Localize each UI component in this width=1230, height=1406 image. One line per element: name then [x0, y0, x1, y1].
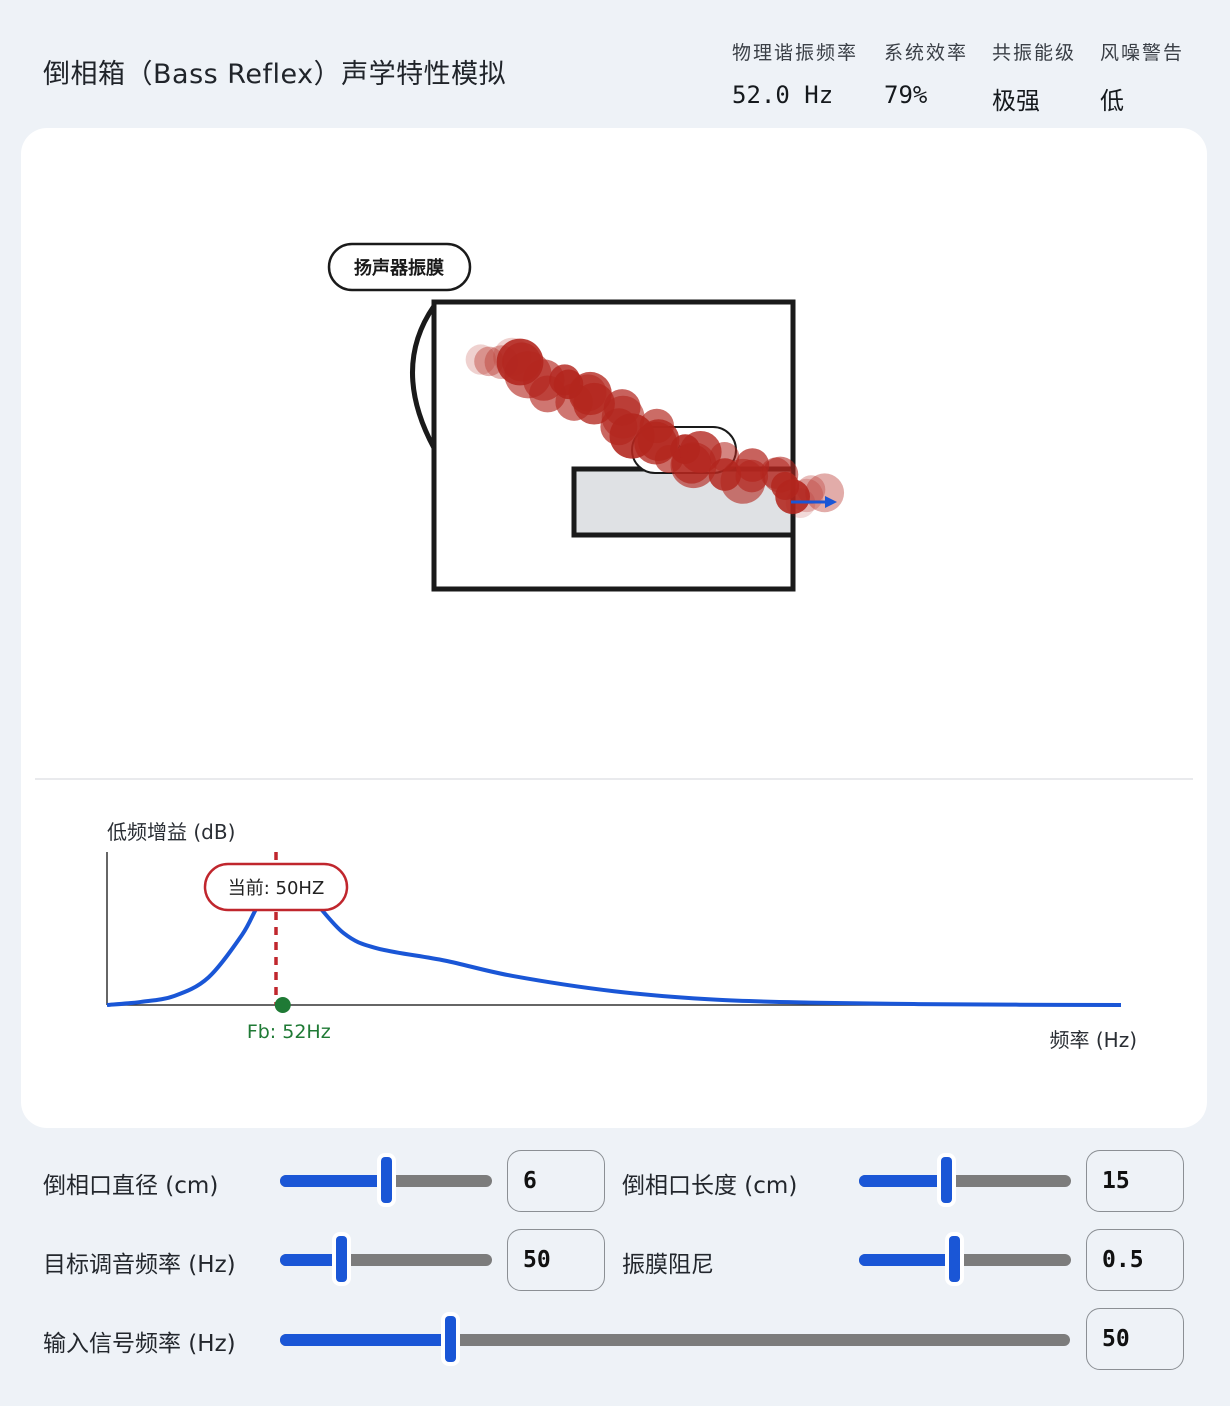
airflow-particle [775, 479, 811, 515]
port-length-label: 倒相口长度 (cm) [622, 1173, 798, 1199]
page-title: 倒相箱（Bass Reflex）声学特性模拟 [43, 59, 507, 90]
airflow-particle [465, 344, 496, 375]
slider-fill [280, 1334, 450, 1346]
stat-value: 极强 [992, 87, 1040, 115]
slider-thumb[interactable] [949, 1236, 961, 1282]
slider-track [280, 1334, 1070, 1346]
stat-wind-noise-warning: 风噪警告 低 [1100, 38, 1184, 116]
driver-label: 扬声器振膜 [354, 257, 444, 279]
resonance-label: Fb: 52Hz [247, 1021, 331, 1043]
driver-label-pill [327, 242, 472, 292]
stat-label: 共振能级 [992, 42, 1077, 64]
airflow-particle [735, 459, 769, 493]
port-diameter-input[interactable]: 6 [507, 1150, 605, 1212]
airflow-arrow-icon [825, 496, 837, 508]
slider-fill [280, 1175, 386, 1187]
response-curve-line [106, 883, 1122, 1007]
input-frequency-input[interactable]: 50 [1086, 1308, 1184, 1370]
diaphragm-damping-slider[interactable] [859, 1236, 1071, 1282]
target-tuning-label: 目标调音频率 (Hz) [43, 1252, 236, 1278]
slider-fill [280, 1254, 342, 1266]
slider-thumb[interactable] [940, 1157, 952, 1203]
stat-value: 低 [1100, 87, 1124, 115]
target-tuning-slider[interactable] [280, 1236, 492, 1282]
input-frequency-label: 输入信号频率 (Hz) [43, 1331, 236, 1357]
port-length-slider[interactable] [859, 1157, 1071, 1203]
stat-label: 系统效率 [884, 42, 969, 64]
enclosure-diagram: 管 扬声器振膜 [327, 242, 845, 592]
header: 倒相箱（Bass Reflex）声学特性模拟 物理谐振频率 52.0 Hz 系统… [0, 0, 1230, 128]
stat-value: 79% [884, 81, 928, 109]
airflow-particles [465, 337, 845, 518]
speaker-diaphragm [410, 304, 437, 450]
airflow-particle [796, 475, 826, 504]
target-tuning-input[interactable]: 50 [507, 1229, 605, 1291]
current-frequency-label: 当前: 50HZ [228, 878, 325, 899]
slider-thumb[interactable] [381, 1157, 392, 1203]
port-diameter-label: 倒相口直径 (cm) [43, 1173, 219, 1199]
stat-resonance-frequency: 物理谐振频率 52.0 Hz [732, 38, 858, 109]
frequency-response-chart: 低频增益 (dB) 频率 (Hz) 当前: 50HZ Fb: 52Hz [106, 820, 1138, 1052]
simulation-canvas: 管 扬声器振膜 低频增益 (dB) 频率 (Hz) 当前: 50HZ Fb: 5… [35, 242, 1193, 1052]
slider-fill [859, 1254, 955, 1266]
airflow-particle [789, 478, 824, 513]
stat-resonance-level: 共振能级 极强 [992, 38, 1076, 116]
input-frequency-slider[interactable] [280, 1316, 1070, 1362]
simulation-card: 管 扬声器振膜 低频增益 (dB) 频率 (Hz) 当前: 50HZ Fb: 5… [21, 128, 1207, 1128]
slider-thumb[interactable] [336, 1236, 348, 1282]
slider-fill [859, 1175, 946, 1187]
airflow-particle [805, 473, 845, 513]
x-axis-label: 频率 (Hz) [1050, 1028, 1138, 1052]
port-diameter-slider[interactable] [280, 1157, 492, 1203]
port-length-input[interactable]: 15 [1086, 1150, 1184, 1212]
stat-system-efficiency: 系统效率 79% [884, 38, 968, 109]
stat-label: 风噪警告 [1100, 42, 1185, 64]
diaphragm-damping-input[interactable]: 0.5 [1086, 1229, 1184, 1291]
current-frequency-pill [203, 862, 349, 912]
stat-value: 52.0 Hz [732, 81, 834, 109]
airflow-particle [474, 346, 504, 377]
resonance-point [274, 997, 291, 1013]
y-axis-label: 低频增益 (dB) [107, 820, 235, 844]
diaphragm-damping-label: 振膜阻尼 [622, 1252, 714, 1278]
slider-thumb[interactable] [444, 1316, 456, 1362]
stat-label: 物理谐振频率 [732, 42, 859, 64]
